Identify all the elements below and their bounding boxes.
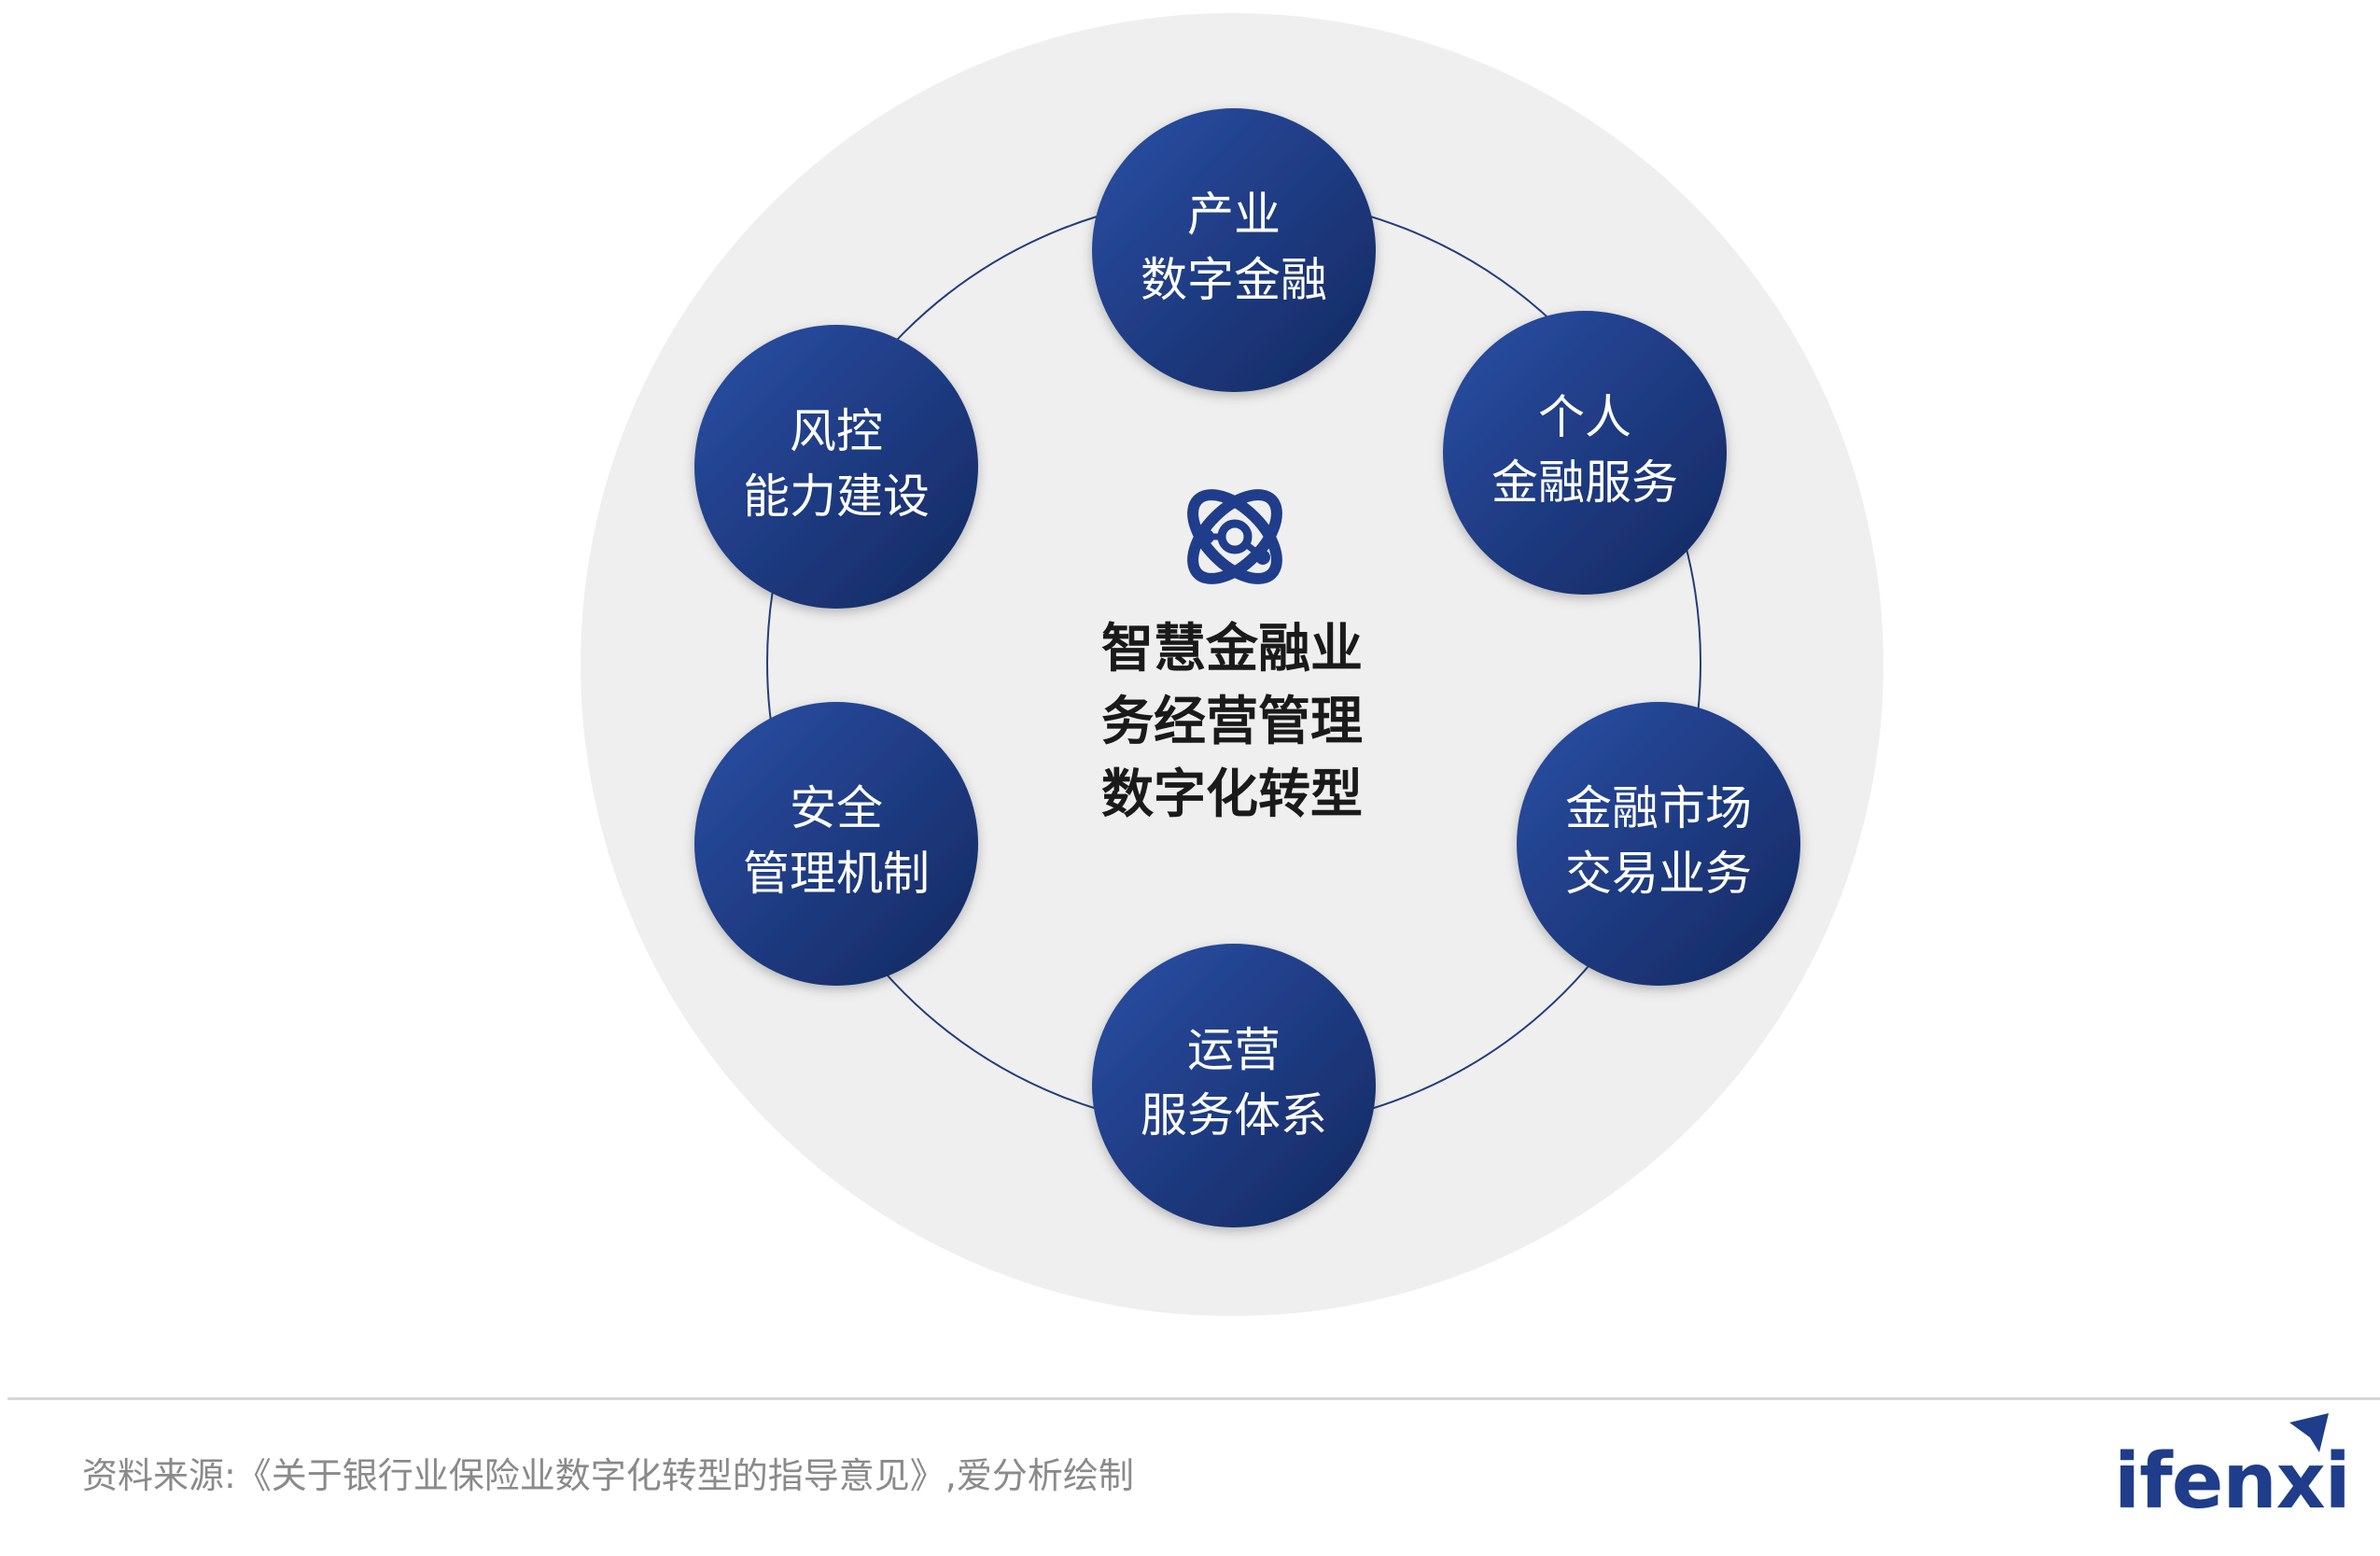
node-circle [1443, 311, 1727, 595]
node-label-line-1: 风控 [790, 404, 883, 458]
node-circle [694, 702, 978, 986]
arrow-up-right-icon [2289, 1413, 2329, 1452]
node-circle [1092, 944, 1376, 1227]
node-circle [1517, 702, 1800, 986]
logo-text: ifenxi [2114, 1437, 2351, 1526]
node-label-line-1: 安全 [790, 781, 883, 835]
source-note: 资料来源:《关于银行业保险业数字化转型的指导意见》,爱分析绘制 [82, 1455, 1134, 1496]
node-label-line-1: 运营 [1187, 1023, 1281, 1077]
ifenxi-logo: ifenxi [2114, 1409, 2351, 1531]
atom-network-icon [1187, 489, 1282, 584]
center-group: 智慧金融业 务经营管理 数字化转型 [1101, 489, 1363, 825]
center-label-line-2: 务经营管理 [1101, 692, 1363, 752]
node-label-line-1: 个人 [1538, 390, 1631, 444]
node-label-line-2: 金融服务 [1491, 456, 1678, 510]
center-label-line-3: 数字化转型 [1101, 764, 1363, 825]
node-label-line-1: 产业 [1187, 188, 1281, 242]
node-label-line-2: 能力建设 [743, 470, 930, 524]
node-circle [694, 325, 978, 609]
footer-divider [7, 1397, 2380, 1400]
node-circle [1092, 108, 1376, 392]
node-label-line-1: 金融市场 [1565, 781, 1752, 835]
node-label-line-2: 交易业务 [1565, 847, 1752, 901]
node-label-line-2: 管理机制 [743, 847, 930, 901]
node-label-line-2: 服务体系 [1141, 1088, 1327, 1142]
node-label-line-2: 数字金融 [1141, 253, 1327, 307]
center-label-line-1: 智慧金融业 [1101, 619, 1363, 680]
